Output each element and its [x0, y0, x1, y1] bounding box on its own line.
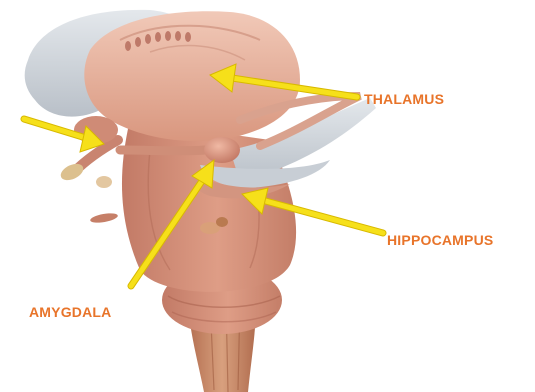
- label-thalamus: THALAMUS: [364, 91, 444, 107]
- amygdala-structure: [204, 137, 240, 163]
- label-hippocampus: HIPPOCAMPUS: [387, 232, 493, 248]
- thalamus-structure: [84, 11, 300, 141]
- label-amygdala: AMYGDALA: [29, 304, 111, 320]
- olfactory-branch: [58, 116, 118, 188]
